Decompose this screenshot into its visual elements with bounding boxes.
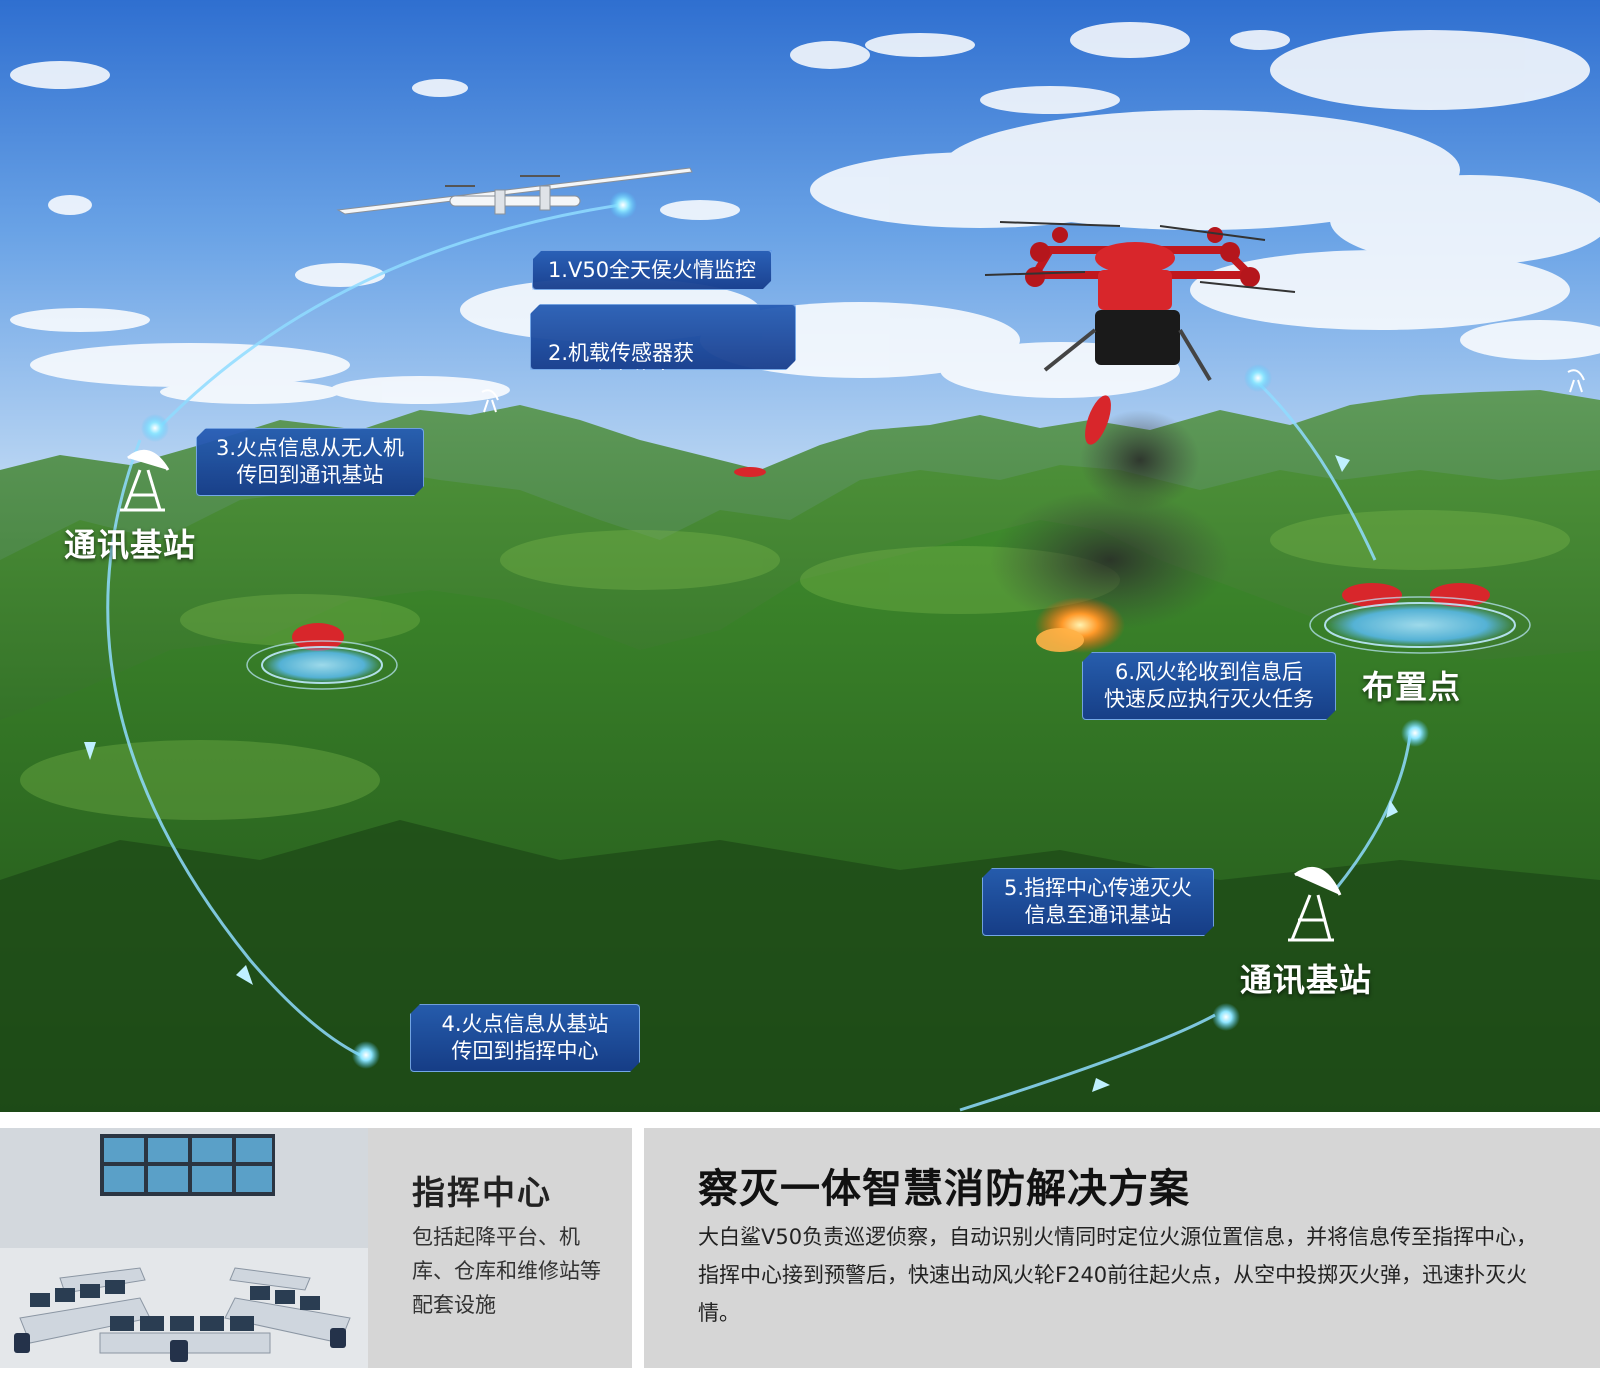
v50-fixed-wing-drone-icon bbox=[336, 167, 693, 215]
command-center-title: 指挥中心 bbox=[412, 1173, 552, 1212]
small-drones bbox=[292, 467, 1490, 651]
command-center-panel: 指挥中心 包括起降平台、机库、仓库和维修站等配套设施 bbox=[368, 1128, 632, 1368]
step-3-label: 3.火点信息从无人机 传回到通讯基站 bbox=[196, 428, 424, 496]
radar-station-icon bbox=[120, 449, 170, 512]
flow-ring bbox=[106, 203, 1412, 1112]
step-4-label: 4.火点信息从基站 传回到指挥中心 bbox=[410, 1004, 640, 1072]
f240-fire-drone-icon bbox=[984, 221, 1296, 445]
solution-desc: 大白鲨V50负责巡逻侦察，自动识别火情同时定位火源位置信息，并将信息传至指挥中心… bbox=[698, 1225, 1538, 1325]
radar-station-icon bbox=[481, 389, 499, 413]
landing-pads bbox=[261, 602, 1516, 684]
step-2-label: 2.机载传感器获 取火点信息 bbox=[530, 304, 796, 370]
radar-station-icon bbox=[1288, 866, 1342, 942]
deploy-point-label: 布置点 bbox=[1362, 668, 1462, 706]
command-center-image bbox=[0, 1128, 368, 1368]
station-label-left: 通讯基站 bbox=[64, 526, 197, 564]
step-1-label: 1.V50全天侯火情监控 bbox=[532, 250, 772, 290]
flow-nodes bbox=[141, 191, 1429, 1069]
command-room-illustration bbox=[0, 1128, 368, 1368]
clouds bbox=[10, 22, 1600, 404]
fire-site bbox=[990, 410, 1230, 653]
aerial-scene bbox=[0, 0, 1600, 1112]
step-5-label: 5.指挥中心传递灭火 信息至通讯基站 bbox=[982, 868, 1214, 936]
command-center-desc: 包括起降平台、机库、仓库和维修站等配套设施 bbox=[412, 1225, 601, 1317]
bottom-info-strip: 指挥中心 包括起降平台、机库、仓库和维修站等配套设施 察灭一体智慧消防解决方案 … bbox=[0, 1112, 1600, 1394]
flow-arrows bbox=[84, 455, 1398, 1092]
radar-station-icon bbox=[1567, 369, 1585, 393]
solution-panel: 察灭一体智慧消防解决方案 大白鲨V50负责巡逻侦察，自动识别火情同时定位火源位置… bbox=[644, 1128, 1600, 1368]
station-label-right: 通讯基站 bbox=[1240, 961, 1373, 999]
step-6-label: 6.风火轮收到信息后 快速反应执行灭火任务 bbox=[1082, 652, 1336, 720]
solution-title: 察灭一体智慧消防解决方案 bbox=[698, 1166, 1190, 1212]
